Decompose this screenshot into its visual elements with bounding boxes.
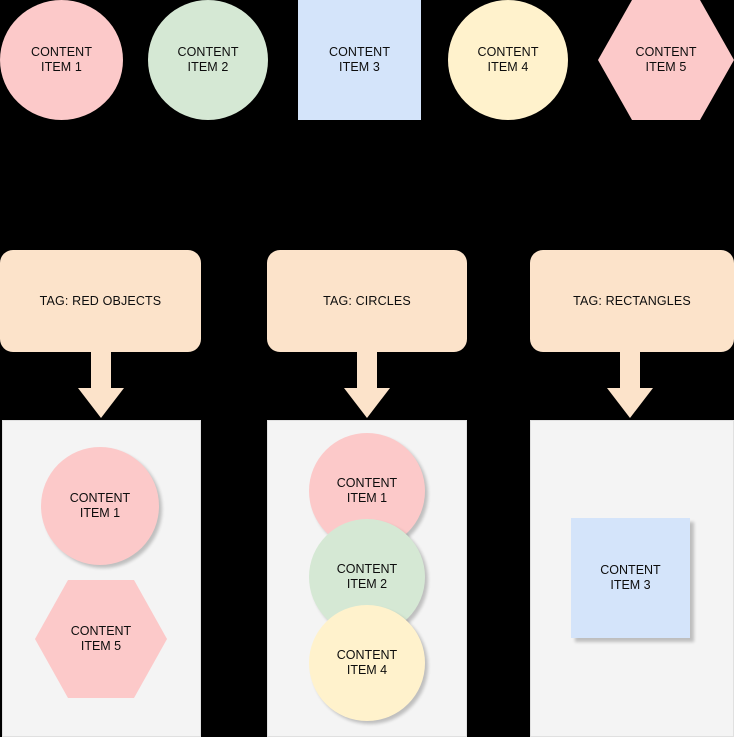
arrow-head — [344, 388, 390, 418]
tag-connector-stub — [363, 245, 372, 251]
result-item-circles-3[interactable]: CONTENT ITEM 4 — [309, 605, 425, 721]
source-item-4[interactable]: CONTENT ITEM 4 — [448, 0, 568, 120]
arrow-shaft — [357, 352, 377, 390]
source-item-3[interactable]: CONTENT ITEM 3 — [298, 0, 421, 120]
down-arrow-icon-red-objects — [78, 352, 124, 418]
tag-box-rectangles[interactable]: TAG: RECTANGLES — [530, 250, 734, 352]
tag-connector-stub — [96, 245, 105, 251]
tag-box-circles[interactable]: TAG: CIRCLES — [267, 250, 467, 352]
result-item-red-objects-1[interactable]: CONTENT ITEM 1 — [41, 447, 159, 565]
tag-connector-stub — [628, 245, 637, 251]
source-item-1[interactable]: CONTENT ITEM 1 — [0, 0, 123, 120]
tag-label: TAG: RECTANGLES — [573, 293, 691, 308]
down-arrow-icon-circles — [344, 352, 390, 418]
tag-label: TAG: RED OBJECTS — [39, 293, 162, 308]
result-item-red-objects-2[interactable]: CONTENT ITEM 5 — [35, 580, 167, 698]
source-item-2[interactable]: CONTENT ITEM 2 — [148, 0, 268, 120]
result-item-rectangles-1[interactable]: CONTENT ITEM 3 — [571, 518, 690, 638]
tag-box-red-objects[interactable]: TAG: RED OBJECTS — [0, 250, 201, 352]
arrow-head — [78, 388, 124, 418]
source-item-5[interactable]: CONTENT ITEM 5 — [598, 0, 734, 120]
tag-label: TAG: CIRCLES — [323, 293, 411, 308]
arrow-head — [607, 388, 653, 418]
down-arrow-icon-rectangles — [607, 352, 653, 418]
arrow-shaft — [620, 352, 640, 390]
arrow-shaft — [91, 352, 111, 390]
